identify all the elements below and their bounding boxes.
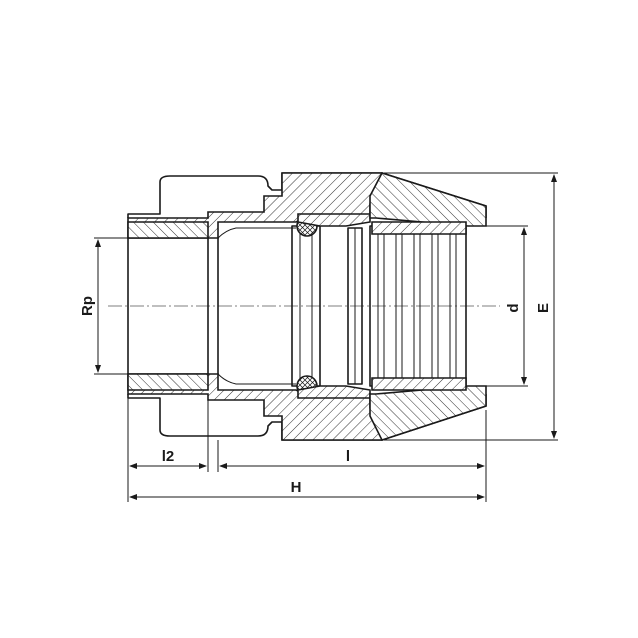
- dimension-bottom: l2 l H: [127, 398, 487, 502]
- label-h: H: [291, 479, 302, 496]
- label-e: E: [535, 303, 552, 313]
- label-l2: l2: [162, 448, 175, 465]
- hex-nut-silhouette: [127, 172, 487, 441]
- grip-ring: [369, 221, 467, 391]
- dimension-d: d: [470, 225, 528, 387]
- union-nut-upper: [369, 172, 487, 227]
- label-l: l: [346, 448, 350, 465]
- label-rp: Rp: [79, 296, 96, 316]
- dimension-rp: Rp: [79, 237, 128, 375]
- bore-details: [127, 227, 296, 385]
- dimension-e: E: [384, 172, 558, 441]
- body-upper-bore: [127, 221, 209, 239]
- body-lower-bore: [127, 373, 209, 391]
- union-nut-lower: [369, 385, 487, 441]
- label-d: d: [505, 303, 522, 312]
